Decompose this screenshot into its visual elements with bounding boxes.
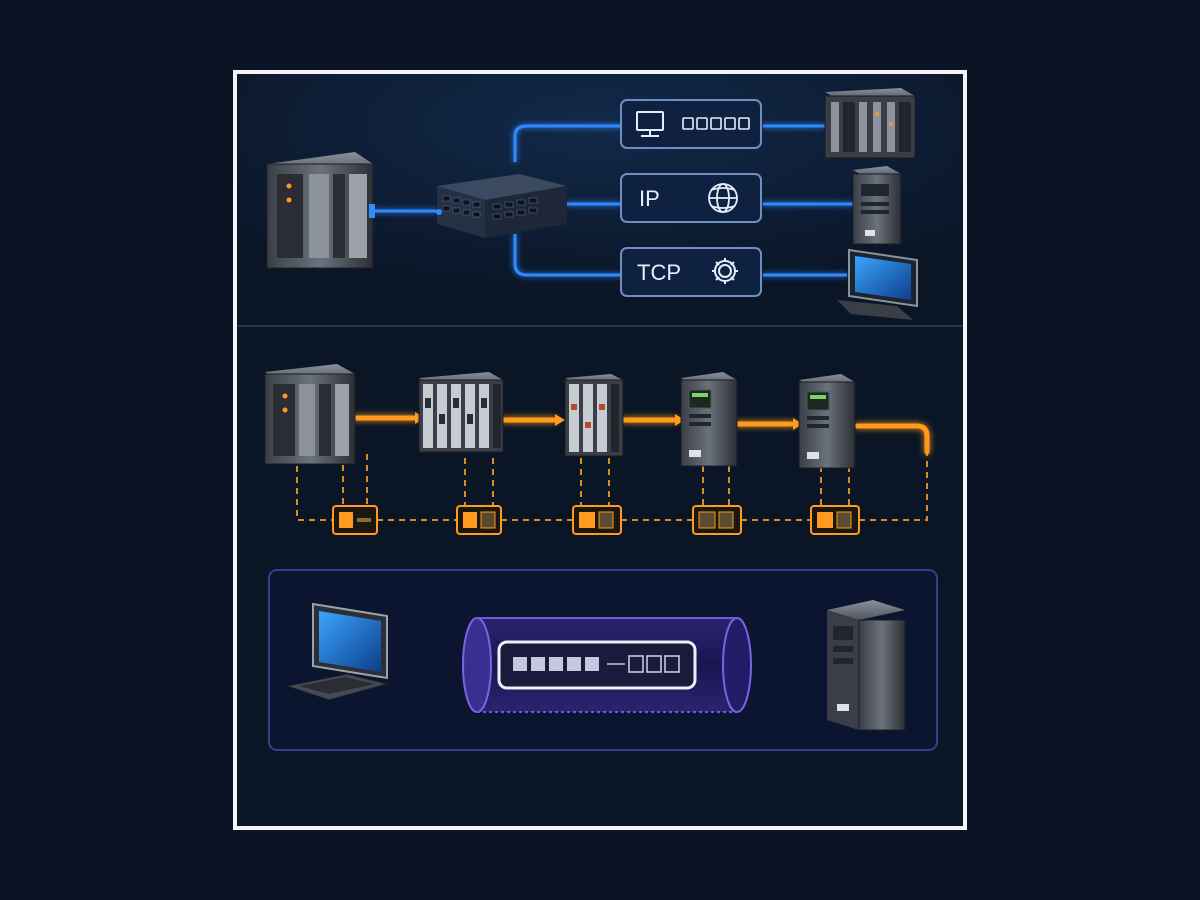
laptop-icon — [285, 602, 389, 701]
fieldbus-controller-icon — [264, 364, 356, 465]
data-cells-icon — [682, 117, 750, 130]
encapsulation-tunnel — [462, 617, 752, 713]
fieldbus-link-end — [854, 423, 930, 455]
protocol-box-ip: IP — [620, 173, 762, 223]
gear-icon — [712, 258, 738, 284]
fieldbus-chain — [352, 415, 930, 455]
ethernet-links — [373, 124, 853, 277]
switch-to-box1-link — [513, 124, 621, 162]
globe-icon — [708, 183, 738, 213]
protocol-box-monitor — [620, 99, 762, 149]
drive-unit-1-icon — [680, 372, 738, 467]
plc-controller-icon — [266, 152, 375, 269]
protocol-box-tcp-label: TCP — [637, 260, 681, 285]
terminal-module-icon — [564, 374, 624, 457]
terminal-block-2 — [456, 505, 502, 535]
switch-to-box3-link — [513, 234, 621, 277]
packet-cells-icon — [513, 655, 680, 673]
io-module-bank-icon — [418, 372, 504, 453]
diagram-frame: IP TCP — [233, 70, 967, 830]
drive-unit-2-icon — [798, 374, 856, 469]
terminal-block-5 — [810, 505, 860, 535]
server-tower-icon — [827, 600, 906, 731]
tower-device-icon — [852, 166, 902, 245]
monitor-icon — [636, 111, 664, 137]
protocol-box-ip-label: IP — [639, 186, 660, 211]
protocol-box-tcp: TCP — [620, 247, 762, 297]
network-diagram: IP TCP — [237, 74, 963, 826]
diagnostic-loop — [296, 454, 928, 521]
network-switch-icon — [436, 174, 567, 238]
workstation-monitor-icon — [837, 248, 918, 320]
io-rack-icon — [824, 88, 916, 159]
terminal-blocks — [332, 505, 860, 535]
terminal-block-1 — [332, 505, 378, 535]
terminal-block-3 — [572, 505, 622, 535]
fieldbus-arrows — [415, 412, 803, 430]
terminal-block-4 — [692, 505, 742, 535]
